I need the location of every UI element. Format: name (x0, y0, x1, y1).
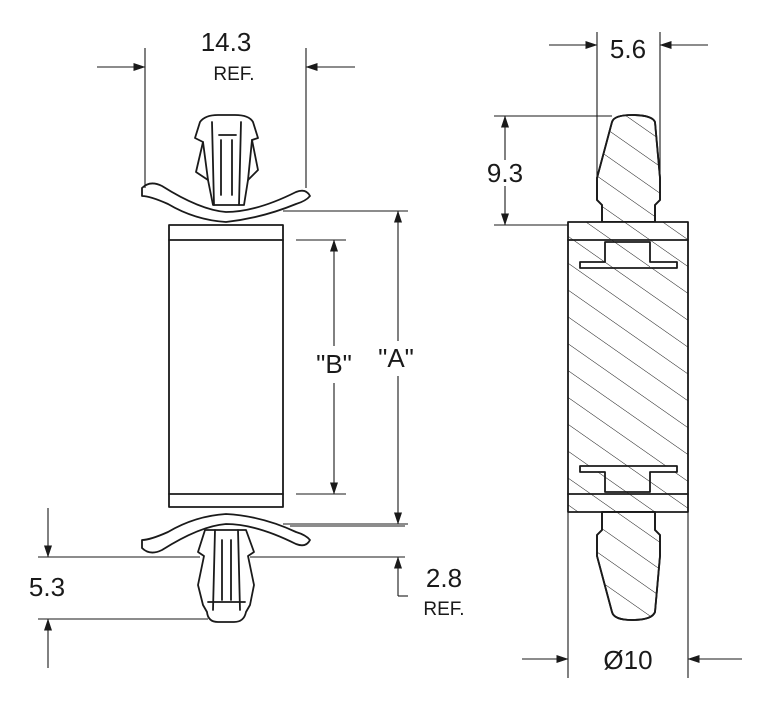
bottom-flange (141, 513, 311, 554)
side-view-spacer (141, 114, 311, 623)
bottom-clip (197, 529, 255, 623)
top-clip (194, 114, 259, 206)
dim-section-height-value: 9.3 (487, 158, 523, 188)
dim-a: "A" (283, 210, 414, 525)
top-flange (141, 182, 311, 223)
dim-flange-gap-ref: REF. (423, 599, 464, 620)
section-view (567, 114, 689, 621)
dim-a-label: "A" (378, 343, 414, 373)
section-bottom-pin (596, 511, 661, 621)
dim-b-label: "B" (316, 349, 352, 379)
dim-b: "B" (296, 239, 352, 495)
dim-section-width: 5.6 (549, 32, 708, 178)
dim-flange-gap: 2.8 REF. (250, 525, 465, 620)
dim-section-width-value: 5.6 (610, 34, 646, 64)
dim-section-height: 9.3 (487, 115, 612, 226)
spacer-body (168, 224, 284, 508)
dim-diameter-value: Ø10 (603, 645, 652, 675)
dim-top-width: 14.3 REF. (97, 27, 355, 188)
dim-bottom-clip-value: 5.3 (29, 572, 65, 602)
dim-bottom-clip: 5.3 (29, 508, 208, 668)
dim-top-width-value: 14.3 (201, 27, 252, 57)
dim-top-width-ref: REF. (213, 64, 254, 85)
dim-diameter: Ø10 (522, 512, 742, 678)
dim-flange-gap-value: 2.8 (426, 563, 462, 593)
